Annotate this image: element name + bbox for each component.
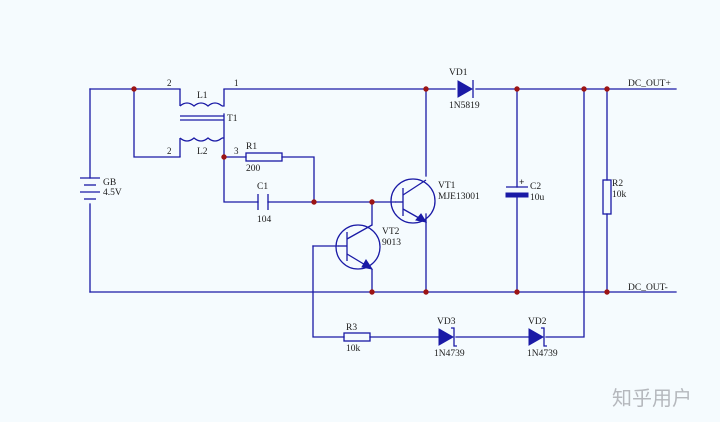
transistor-vt2: VT2 9013: [335, 224, 401, 270]
t1-pin-bottom: 3: [234, 146, 239, 156]
diode-vd1: VD1 1N5819: [449, 68, 480, 111]
resistor-r1: R1 200: [245, 142, 283, 174]
vd2-ref: VD2: [528, 317, 547, 327]
vd3-value: 1N4739: [434, 349, 465, 359]
capacitor-c1: C1 104: [257, 182, 272, 225]
transformer-t1: L1 2 L2 2 T1 1 3: [167, 78, 239, 157]
wires: [89, 88, 677, 338]
capacitor-c2: + C2 10u: [505, 178, 545, 203]
c1-value: 104: [257, 215, 272, 225]
resistor-r2: R2 10k: [602, 179, 627, 215]
t1-pin-top: 1: [234, 78, 239, 88]
vt2-value: 9013: [382, 238, 401, 248]
vd2-value: 1N4739: [527, 349, 558, 359]
t1-ref: T1: [227, 114, 238, 124]
r3-value: 10k: [346, 344, 361, 354]
vt1-value: MJE13001: [438, 192, 480, 202]
r2-value: 10k: [612, 190, 627, 200]
diode-vd2: VD2 1N4739: [527, 317, 558, 359]
port-dc-out-neg: DC_OUT-: [628, 283, 668, 293]
r1-ref: R1: [246, 142, 257, 152]
c1-ref: C1: [257, 182, 268, 192]
l2-pin: 2: [167, 146, 172, 156]
r1-value: 200: [246, 164, 261, 174]
vd3-ref: VD3: [437, 317, 456, 327]
junctions: [131, 86, 610, 295]
l2-ref: L2: [197, 147, 208, 157]
c2-value: 10u: [530, 193, 545, 203]
r2-ref: R2: [612, 179, 623, 189]
gb-value: 4.5V: [103, 188, 122, 198]
l1-ref: L1: [197, 91, 208, 101]
resistor-r3: R3 10k: [343, 323, 371, 354]
battery-gb: GB 4.5V: [80, 177, 122, 200]
vt1-ref: VT1: [438, 181, 456, 191]
watermark: 知乎用户: [612, 386, 692, 410]
vd1-ref: VD1: [449, 68, 468, 78]
vt2-ref: VT2: [382, 227, 400, 237]
transistor-vt1: VT1 MJE13001: [390, 178, 480, 224]
port-dc-out-pos: DC_OUT+: [628, 79, 671, 89]
r3-ref: R3: [346, 323, 357, 333]
diode-vd3: VD3 1N4739: [434, 317, 465, 359]
c2-polarity: +: [519, 178, 524, 188]
vd1-value: 1N5819: [449, 101, 480, 111]
gb-ref: GB: [103, 178, 116, 188]
l1-pin: 2: [167, 78, 172, 88]
c2-ref: C2: [530, 182, 541, 192]
